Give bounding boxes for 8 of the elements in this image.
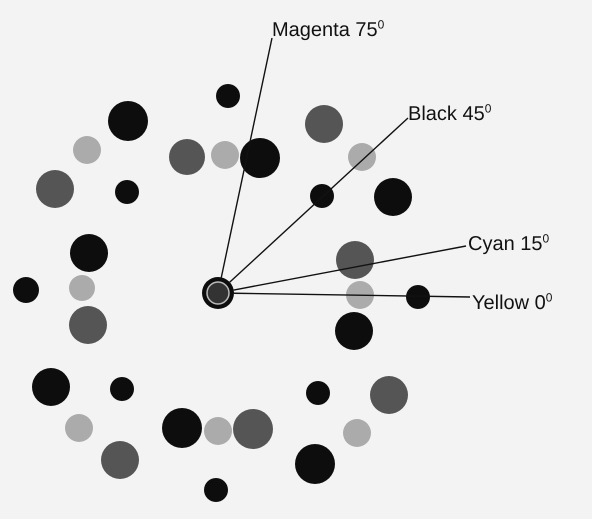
leader-line bbox=[234, 245, 466, 291]
leader-line bbox=[229, 117, 408, 283]
leader-line bbox=[234, 292, 470, 298]
angle-label: Black 45$^{0}$ bbox=[408, 96, 492, 126]
angle-label: Cyan 15$^{0}$ bbox=[468, 226, 550, 256]
angle-label: Magenta 75$^{0}$ bbox=[272, 12, 384, 42]
leader-line bbox=[220, 38, 273, 278]
angle-label: Yellow 0$^{0}$ bbox=[472, 285, 552, 315]
